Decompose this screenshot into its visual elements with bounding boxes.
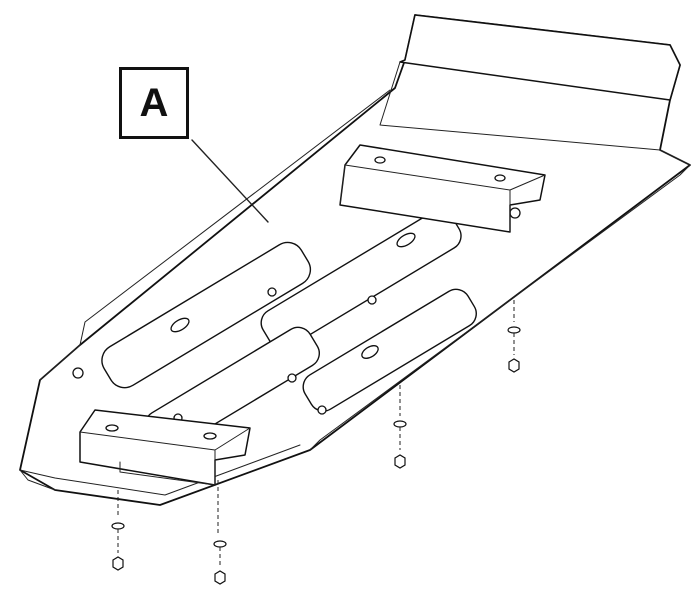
- plate-slot: [302, 288, 477, 412]
- plate-hole: [509, 207, 521, 219]
- callout-leader-line: [191, 139, 269, 223]
- callout-label-box: A: [119, 67, 189, 139]
- plate-hole: [317, 405, 327, 415]
- plate-oblong-hole: [170, 317, 190, 333]
- plate-hole: [367, 295, 377, 305]
- plate-oblong-hole: [361, 345, 379, 359]
- front-bracket: [79, 409, 251, 486]
- callout-label: A: [139, 80, 169, 125]
- plate-slot: [101, 241, 312, 389]
- plate-left-rim: [39, 89, 391, 381]
- plate-hole: [267, 287, 277, 297]
- plate-oblong-hole: [396, 232, 416, 248]
- fastener-set: [111, 300, 521, 585]
- plate-hole: [287, 373, 297, 383]
- plate-hole: [72, 367, 84, 379]
- plate-front-bevel: [19, 444, 301, 496]
- plate-right-rim: [309, 149, 691, 451]
- rear-bracket: [339, 144, 546, 233]
